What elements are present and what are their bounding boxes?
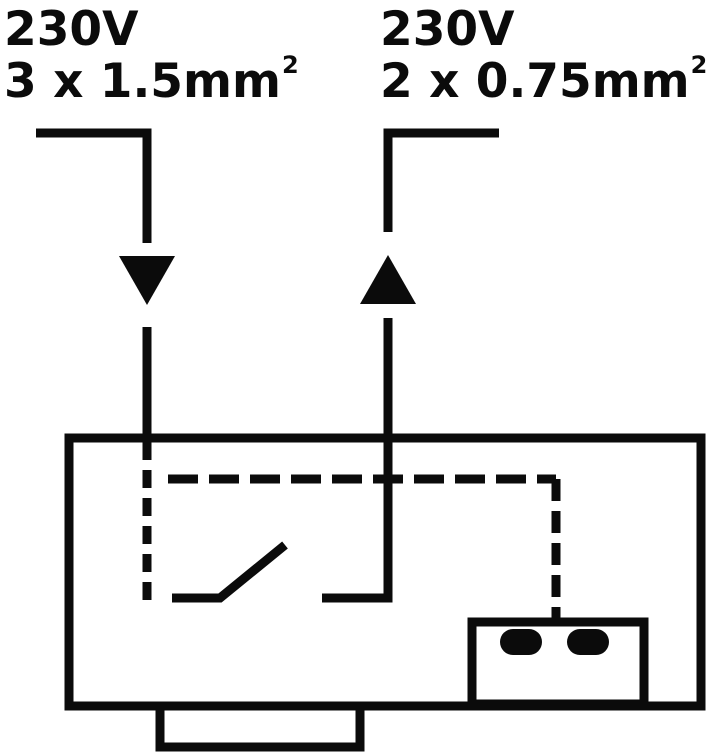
input-voltage-text: 230V (4, 2, 139, 57)
output-cable-spec: 2 x 0.75mm2 (380, 53, 707, 105)
output-cable-spec-text: 2 x 0.75mm (380, 54, 690, 109)
output-cable-label: 230V 2 x 0.75mm2 (380, 6, 707, 105)
terminal-connector-left-icon (500, 629, 542, 655)
output-cable-spec-exponent: 2 (690, 51, 708, 79)
output-arrow-up-icon (360, 255, 416, 304)
terminal-connector-right-icon (567, 629, 609, 655)
input-arrow-down-icon (119, 256, 175, 305)
output-cable-line-top (383, 128, 499, 232)
input-cable-spec-exponent: 2 (281, 51, 299, 79)
input-cable-label: 230V 3 x 1.5mm2 (4, 6, 299, 105)
input-cable-spec-text: 3 x 1.5mm (4, 54, 281, 109)
switch-contact (172, 541, 288, 603)
input-cable-line-top (36, 128, 152, 243)
output-internal-wire (322, 438, 393, 603)
device-mounting-base (155, 706, 365, 752)
output-voltage-text: 230V (380, 2, 515, 57)
terminal-block (467, 617, 649, 709)
input-cable-spec: 3 x 1.5mm2 (4, 53, 299, 105)
